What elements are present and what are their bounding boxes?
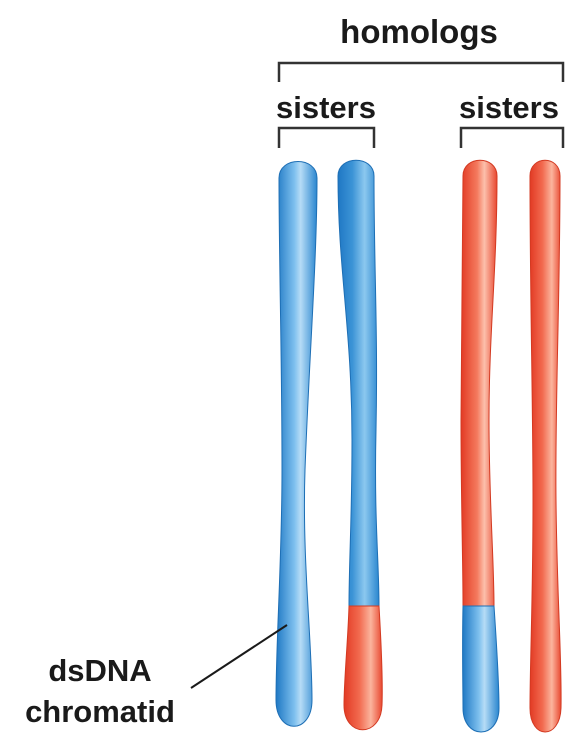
chromatid-blue-red-2 [338,160,382,730]
chromatid-blue-1 [276,162,317,727]
chromatid-callout-line [191,625,287,688]
sisters-right-label: sisters [459,90,559,125]
sisters-left-bracket [279,128,374,148]
chromatid-label-line1: dsDNA [48,653,151,688]
sisters-left-label: sisters [276,90,376,125]
homologs-bracket [279,63,563,82]
chromatid-red-4 [530,160,561,732]
homologs-label: homologs [340,13,498,50]
sisters-right-bracket [461,128,563,148]
chromatid-red-blue-3 [461,160,499,732]
chromatid-label-line2: chromatid [25,694,175,729]
